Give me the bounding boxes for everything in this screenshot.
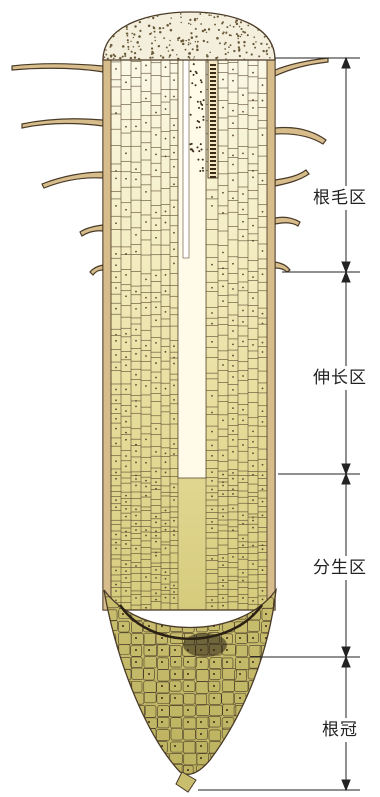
zone-label-elongation: 伸长区 [311,366,369,390]
root-dome [103,12,275,61]
root-hairs-left [12,64,103,275]
root-hairs-right [275,58,328,272]
zone-label-root-hair: 根毛区 [311,186,369,210]
root-body [103,58,275,610]
zone-label-meristem: 分生区 [311,556,369,580]
zone-markers [342,58,350,790]
meristem-center [183,633,227,657]
root-cap [104,590,288,792]
zone-label-root-cap: 根冠 [320,718,360,742]
